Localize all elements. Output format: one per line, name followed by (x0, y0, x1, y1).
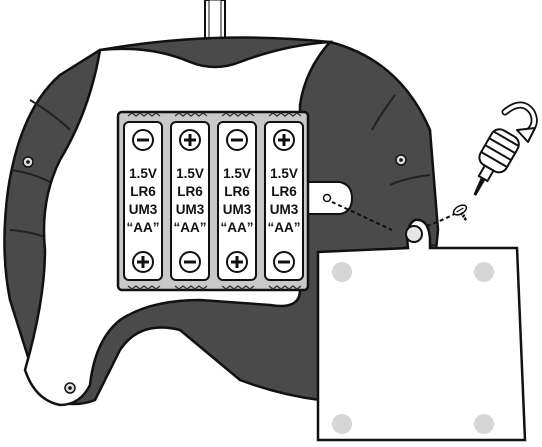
spring-bottom-1 (127, 285, 161, 290)
spring-contacts (127, 112, 302, 290)
plus-terminal-icon (179, 129, 201, 151)
battery-label-line: LR6 (130, 184, 156, 199)
battery-label-line: UM3 (270, 202, 299, 217)
battery-cover (316, 218, 527, 442)
screw-guide-line (331, 201, 393, 231)
minus-terminal-icon (226, 129, 248, 151)
minus-terminal-icon (273, 251, 295, 273)
spring-top-4 (268, 112, 302, 117)
battery-label-line: 1.5V (129, 166, 157, 181)
screw-icon (452, 204, 468, 221)
screwdriver-icon (473, 128, 520, 196)
battery-label-line: 1.5V (223, 166, 251, 181)
spring-top-3 (221, 112, 255, 117)
battery-label-line: UM3 (176, 202, 205, 217)
rotate-arrow-icon (501, 101, 538, 143)
cover-screw-hole (405, 225, 423, 243)
plus-terminal-icon (273, 129, 295, 151)
minus-terminal-icon (179, 251, 201, 273)
spring-top-1 (127, 112, 161, 117)
battery-label-line: “AA” (268, 220, 301, 235)
body-screw-bottom (64, 382, 76, 394)
cover-foot-tr (474, 262, 494, 282)
plus-terminal-icon (226, 251, 248, 273)
battery-label-line: 1.5V (270, 166, 298, 181)
spring-top-2 (174, 112, 208, 117)
battery-label-line: LR6 (271, 184, 297, 199)
battery-compartment (116, 110, 310, 292)
minus-terminal-icon (132, 129, 154, 151)
battery-label-line: LR6 (224, 184, 250, 199)
battery-label-line: UM3 (223, 202, 252, 217)
spring-bottom-3 (221, 285, 255, 290)
spring-bottom-4 (268, 285, 302, 290)
cover-foot-tl (332, 262, 352, 282)
body-screw-right (395, 154, 407, 166)
cover-foot-br (474, 414, 494, 434)
plus-terminal-icon (132, 251, 154, 273)
battery-label-line: UM3 (129, 202, 158, 217)
battery-label-line: “AA” (174, 220, 207, 235)
cover-foot-bl (332, 414, 352, 434)
battery-label-line: LR6 (177, 184, 203, 199)
body-screw-left (22, 156, 34, 168)
spring-bottom-2 (174, 285, 208, 290)
battery-label-line: 1.5V (176, 166, 204, 181)
battery-label-line: “AA” (127, 220, 160, 235)
battery-label-line: “AA” (221, 220, 254, 235)
